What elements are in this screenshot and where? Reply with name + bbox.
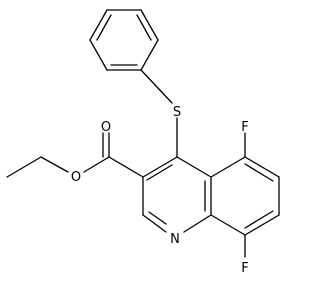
c3-carbonyl-bond (108, 156, 144, 178)
ch2-ch3-bond (6, 156, 42, 178)
fluorine-c8-label: F (241, 261, 248, 276)
bond-layer (6, 9, 280, 258)
phenyl-double-bond (96, 14, 112, 41)
phenyl-double-bond (136, 14, 152, 41)
c5-c6-bond (244, 156, 280, 178)
n1-c8a-bond (183, 214, 212, 233)
c4a-c5-bond (210, 156, 246, 178)
c2-n1-bond (142, 214, 167, 233)
c4a-c4-bond (176, 156, 212, 178)
phenyl-sulfur-bond (140, 69, 173, 104)
atom-label-layer: S F F N O O (71, 105, 249, 276)
phenyl-bond (89, 9, 108, 41)
carbonyl-oxygen-label: O (101, 120, 111, 135)
phenyl-bond (89, 39, 108, 71)
c8-c8a-bond (210, 214, 246, 236)
c2-n1-double (148, 211, 167, 225)
molecule-structure: S F F N O O (6, 9, 280, 276)
carbonyl-ester-oxygen-bond (83, 156, 110, 173)
fluorine-c5-label: F (241, 120, 248, 135)
sulfur-label: S (173, 105, 181, 120)
c4-c3-bond (142, 156, 178, 178)
c7-c8-bond (244, 214, 280, 236)
ester-oxygen-label: O (71, 170, 81, 185)
structure-diagram: S F F N O O (6, 9, 280, 276)
phenyl-bond (140, 9, 159, 41)
c7-c8-double (244, 210, 274, 229)
phenyl-bond (140, 39, 159, 71)
ester-oxygen-ch2-bond (40, 156, 69, 173)
c5-c6-double (244, 163, 274, 182)
nitrogen-label: N (170, 232, 180, 247)
c3-c4-double (146, 164, 173, 181)
